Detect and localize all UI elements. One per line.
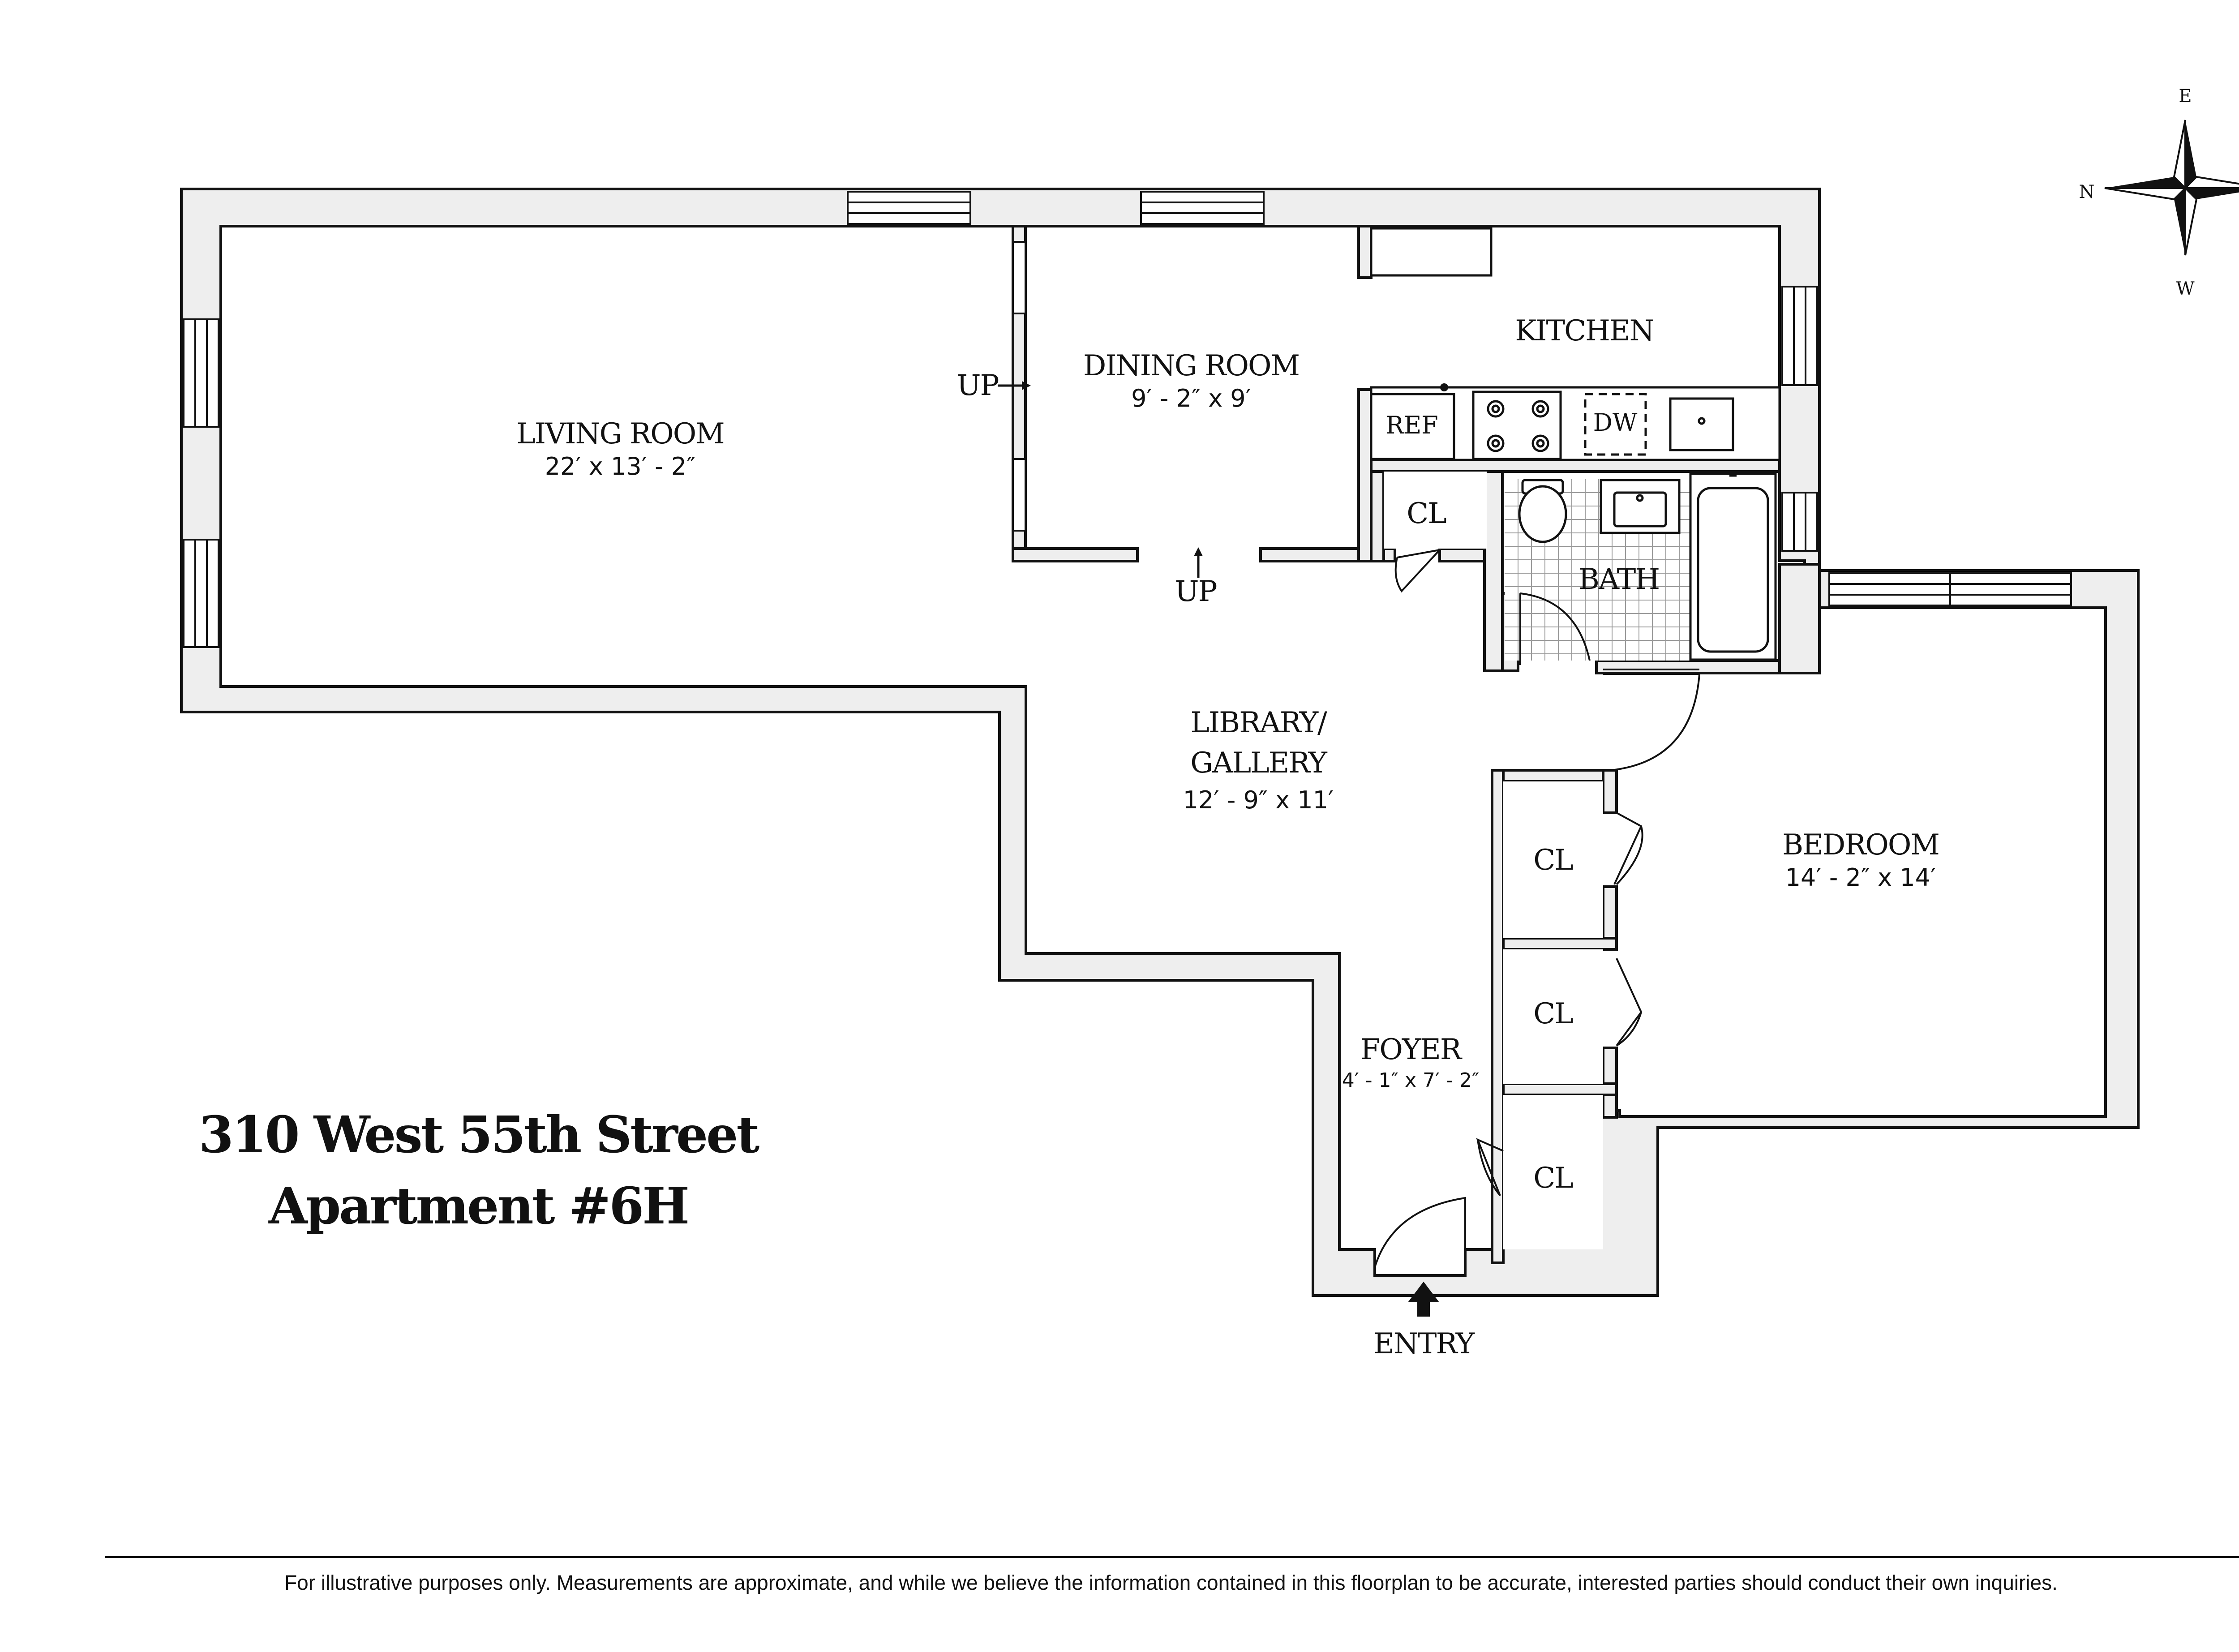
window-bedroom-top-1	[1828, 572, 1951, 606]
address-block: 310 West 55th Street Apartment #6H	[199, 1106, 762, 1236]
doors	[1374, 549, 1700, 1275]
kitchen-name: KITCHEN	[1515, 314, 1653, 348]
stove	[1472, 390, 1562, 460]
bath-sink	[1600, 479, 1681, 534]
door-bedroom	[1603, 673, 1700, 771]
range-knob	[1440, 383, 1448, 391]
window-living-left-2	[183, 539, 219, 648]
stove-burners	[1487, 400, 1549, 452]
up-arrow-bottom	[1194, 547, 1203, 578]
window-living-top	[847, 191, 971, 225]
bedroom-name: BEDROOM	[1782, 828, 1939, 862]
foyer-name: FOYER	[1360, 1033, 1463, 1066]
window-living-left-1	[183, 318, 219, 428]
window-bath-right	[1781, 492, 1818, 552]
library-dims: 12′ - 9″ x 11′	[1183, 786, 1334, 814]
library-name-2: GALLERY	[1190, 747, 1327, 780]
dishwasher	[1584, 393, 1647, 456]
door-closet-1	[1613, 812, 1643, 885]
living-room-name: LIVING ROOM	[516, 417, 724, 451]
toilet	[1518, 479, 1567, 543]
closet-label-2: CL	[1533, 997, 1573, 1030]
room-labels: LIVING ROOM 22′ x 13′ - 2″ DINING ROOM 9…	[516, 314, 1940, 1360]
closet-label-1: CL	[1533, 844, 1573, 877]
library-name-1: LIBRARY/	[1190, 706, 1327, 739]
bathtub	[1689, 472, 1777, 661]
door-closet-2	[1616, 958, 1643, 1047]
window-dining-top	[1140, 191, 1265, 225]
room-floors	[1384, 472, 1603, 1249]
entry-label: ENTRY	[1373, 1327, 1475, 1360]
entry-arrow-icon	[1408, 1282, 1439, 1317]
ref-label: REF	[1385, 411, 1438, 439]
up-label-left: UP	[957, 369, 999, 402]
bath-name: BATH	[1578, 563, 1659, 596]
foyer-dims: 4′ - 1″ x 7′ - 2″	[1342, 1069, 1480, 1092]
door-bath	[1519, 592, 1591, 665]
compass-west: W	[2176, 279, 2194, 299]
dining-room-name: DINING ROOM	[1083, 349, 1299, 382]
door-closet-3	[1476, 1138, 1504, 1197]
up-arrow-right	[998, 381, 1031, 390]
upper-cabinet	[1370, 227, 1493, 277]
closet-label-3: CL	[1533, 1162, 1573, 1195]
dw-label: DW	[1593, 408, 1638, 437]
bedroom-dims: 14′ - 2″ x 14′	[1785, 863, 1936, 892]
compass-east: E	[2179, 86, 2192, 107]
kitchen-fixtures	[1370, 227, 1781, 461]
refrigerator	[1370, 393, 1455, 460]
compass-north: N	[2079, 182, 2095, 202]
closet-label-kitchen: CL	[1407, 497, 1446, 530]
door-kitchen-closet	[1394, 549, 1441, 593]
disclaimer: For illustrative purposes only. Measurem…	[284, 1571, 2058, 1594]
arrows	[998, 381, 1439, 1317]
dining-room-dims: 9′ - 2″ x 9′	[1131, 384, 1251, 412]
address-line-1: 310 West 55th Street	[199, 1106, 760, 1164]
window-bedroom-top-2	[1949, 572, 2072, 606]
door-entry	[1374, 1197, 1466, 1275]
windows	[183, 191, 2072, 648]
bath-fixtures	[1505, 472, 1777, 661]
compass-rose-icon: E W N S	[2079, 86, 2239, 299]
living-room-dims: 22′ x 13′ - 2″	[545, 452, 696, 481]
up-label-bottom: UP	[1175, 575, 1217, 608]
address-line-2: Apartment #6H	[268, 1177, 688, 1236]
window-kitchen-right	[1781, 286, 1818, 386]
